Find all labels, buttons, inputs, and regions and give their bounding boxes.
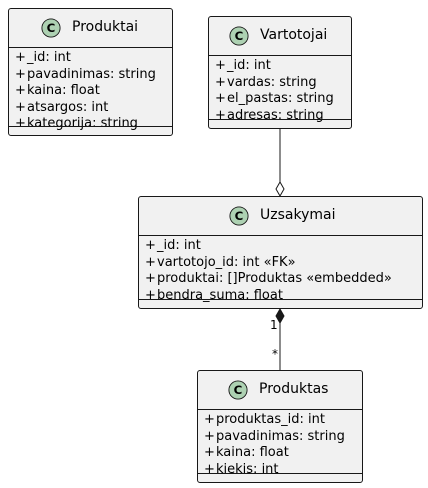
multiplicity-produktas-end: * bbox=[272, 347, 278, 361]
attribute-row: +adresas: string bbox=[215, 107, 324, 123]
attribute-row: +kiekis: int bbox=[204, 461, 279, 477]
svg-text:C: C bbox=[235, 209, 244, 223]
methods-divider bbox=[139, 299, 422, 300]
attribute-row: +produktas_id: int bbox=[204, 412, 325, 427]
class-c-icon: C bbox=[229, 206, 249, 226]
attribute-row: +kategorija: string bbox=[15, 116, 138, 131]
attribute-row: +pavadinimas: string bbox=[15, 66, 156, 82]
class-header: C Uzsakymai bbox=[139, 197, 422, 236]
methods-divider bbox=[198, 473, 362, 474]
class-name: Produktas bbox=[259, 381, 329, 397]
class-header: C Vartotojai bbox=[209, 17, 351, 56]
class-c-icon: C bbox=[41, 18, 61, 38]
class-produktai[interactable]: C Produktai +_id: int +pavadinimas: stri… bbox=[8, 8, 173, 136]
class-c-icon: C bbox=[229, 26, 249, 46]
class-header: C Produktai bbox=[9, 9, 172, 48]
attribute-row: +_id: int bbox=[215, 58, 271, 73]
class-name: Produktai bbox=[72, 19, 139, 35]
class-vartotojai[interactable]: C Vartotojai +_id: int +vardas: string +… bbox=[208, 16, 352, 129]
svg-text:C: C bbox=[235, 29, 244, 43]
svg-text:C: C bbox=[47, 21, 56, 35]
attribute-row: +_id: int bbox=[15, 50, 71, 65]
attribute-row: +el_pastas: string bbox=[215, 91, 334, 106]
class-name: Vartotojai bbox=[260, 27, 328, 43]
methods-divider bbox=[9, 126, 172, 127]
attribute-row: +pavadinimas: string bbox=[204, 428, 345, 444]
methods-divider bbox=[209, 119, 351, 120]
svg-text:C: C bbox=[234, 383, 243, 397]
class-c-icon: C bbox=[228, 380, 248, 400]
attribute-row: +vardas: string bbox=[215, 74, 317, 90]
class-uzsakymai[interactable]: C Uzsakymai +_id: int +vartotojo_id: int… bbox=[138, 196, 423, 309]
attribute-row: +vartotojo_id: int «FK» bbox=[145, 254, 296, 270]
class-name: Uzsakymai bbox=[260, 207, 336, 223]
attribute-row: +produktai: []Produktas «embedded» bbox=[145, 271, 392, 286]
attribute-row: +kaina: float bbox=[204, 445, 289, 460]
aggregation-diamond bbox=[275, 180, 285, 198]
class-header: C Produktas bbox=[198, 371, 362, 410]
attribute-row: +_id: int bbox=[145, 238, 201, 253]
attribute-row: +atsargos: int bbox=[15, 99, 109, 115]
attribute-row: +kaina: float bbox=[15, 83, 100, 98]
class-produktas[interactable]: C Produktas +produktas_id: int +pavadini… bbox=[197, 370, 363, 483]
multiplicity-uzsakymai-end: 1 bbox=[270, 318, 278, 332]
attribute-row: +bendra_suma: float bbox=[145, 287, 283, 303]
